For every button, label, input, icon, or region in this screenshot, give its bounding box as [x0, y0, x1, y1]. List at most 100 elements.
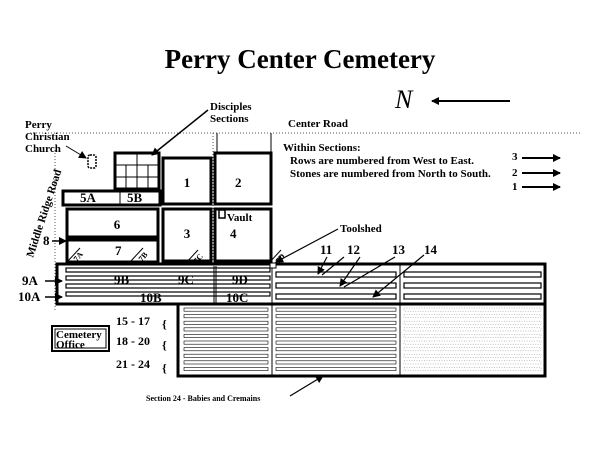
brace-2: { — [162, 338, 167, 352]
within-sections-heading: Within Sections: — [283, 142, 361, 154]
toolshed-label: Toolshed — [340, 223, 382, 235]
disciples-label-line2: Sections — [210, 113, 249, 125]
section-12-connector — [343, 256, 396, 288]
row-bar — [275, 367, 397, 371]
section-2-label: 2 — [235, 175, 242, 190]
row-bar — [275, 334, 397, 338]
row-range-15-17: 15 - 17 — [116, 314, 150, 328]
section-7 — [65, 238, 160, 264]
row-bar — [183, 327, 269, 332]
row-bar — [403, 334, 542, 338]
section-7-label: 7 — [115, 243, 122, 258]
row-bar — [183, 360, 269, 365]
section-3-label: 3 — [184, 226, 191, 241]
row-bar — [183, 314, 269, 319]
stones-note: Stones are numbered from North to South. — [290, 168, 491, 180]
row-bar — [183, 367, 269, 371]
row-bar — [275, 320, 397, 325]
section-1-label: 1 — [184, 175, 191, 190]
center-road-label: Center Road — [288, 118, 348, 130]
north-arrow-icon: N — [394, 85, 510, 114]
legend-num-3: 3 — [512, 151, 518, 163]
page-title: Perry Center Cemetery — [165, 44, 436, 74]
section-13-label: 13 — [392, 242, 406, 257]
row-bar — [403, 360, 542, 365]
rows-15-24 — [183, 307, 397, 371]
toolshed-arrow-icon — [275, 228, 339, 263]
section-9a-label: 9A — [22, 273, 39, 288]
vault-label: Vault — [227, 212, 253, 224]
section-11-arrow-icon — [317, 256, 328, 275]
section-2 — [213, 151, 273, 206]
section-10a-label: 10A — [18, 289, 41, 304]
section-6-label: 6 — [114, 217, 121, 232]
row-range-21-24: 21 - 24 — [116, 357, 150, 371]
section-4-label: 4 — [230, 226, 237, 241]
row-bar — [183, 307, 269, 312]
rows-15-24-block — [176, 302, 547, 378]
church-label-line3: Church — [25, 143, 61, 155]
row-bar — [403, 307, 542, 312]
section-24-label: Section 24 - Babies and Cremains — [146, 394, 260, 403]
office-label-line2: Office — [56, 339, 85, 351]
row-bar — [403, 347, 542, 352]
section-1 — [161, 156, 213, 206]
row-bar — [275, 360, 397, 365]
section-9d-label: 9D — [232, 272, 248, 287]
row-bar — [183, 353, 269, 358]
row-bar — [183, 347, 269, 352]
section-8-label: 8 — [43, 233, 50, 248]
section-9b-label: 9B — [114, 272, 130, 287]
section-4 — [213, 207, 273, 263]
church-label-line2: Christian — [25, 131, 70, 143]
row-bar — [183, 340, 269, 345]
section-9c-label: 9C — [178, 272, 194, 287]
disciples-grid — [113, 151, 161, 191]
church-label-line1: Perry — [25, 119, 52, 131]
disciples-label-line1: Disciples — [210, 101, 252, 113]
brace-1: { — [162, 317, 167, 331]
row-bar — [275, 353, 397, 358]
row-bar — [403, 353, 542, 358]
toolshed-building — [269, 262, 277, 269]
rows-note: Rows are numbered from West to East. — [290, 155, 474, 167]
row-bar — [275, 327, 397, 332]
row-bar — [403, 320, 542, 325]
legend-num-1: 1 — [512, 181, 518, 193]
church-arrow-icon — [65, 145, 87, 159]
row-bar — [183, 334, 269, 338]
row-bar — [275, 307, 397, 312]
legend-num-2: 2 — [512, 167, 518, 179]
section-3 — [161, 207, 213, 263]
row-bar — [275, 347, 397, 352]
cemetery-office — [51, 325, 110, 352]
row-bar — [403, 327, 542, 332]
row-bar — [183, 320, 269, 325]
row-bar — [275, 314, 397, 319]
rows-11-14 — [271, 264, 542, 376]
section-11-connector — [321, 256, 345, 276]
section-10c-label: 10C — [226, 290, 248, 305]
church-building — [87, 154, 97, 169]
section-11-label: 11 — [320, 242, 332, 257]
brace-3: { — [162, 361, 167, 375]
section-14-label: 14 — [424, 242, 438, 257]
section-6 — [65, 207, 160, 239]
row-bar — [403, 340, 542, 345]
rows-9-10-left — [65, 266, 271, 304]
row-bar — [403, 367, 542, 371]
section-12-label: 12 — [347, 242, 360, 257]
north-letter: N — [394, 85, 414, 114]
section-5 — [61, 189, 162, 207]
section-5b-label: 5B — [127, 190, 143, 205]
section-5a-label: 5A — [80, 190, 97, 205]
vault-building — [218, 209, 226, 219]
rows-15-24-right — [403, 307, 542, 371]
disciples-arrow-icon — [151, 109, 209, 156]
section-13-arrow-icon — [372, 254, 425, 298]
section-10b-label: 10B — [140, 290, 162, 305]
row-bar — [403, 314, 542, 319]
section-24-arrow-icon — [289, 375, 324, 397]
row-bar — [275, 340, 397, 345]
